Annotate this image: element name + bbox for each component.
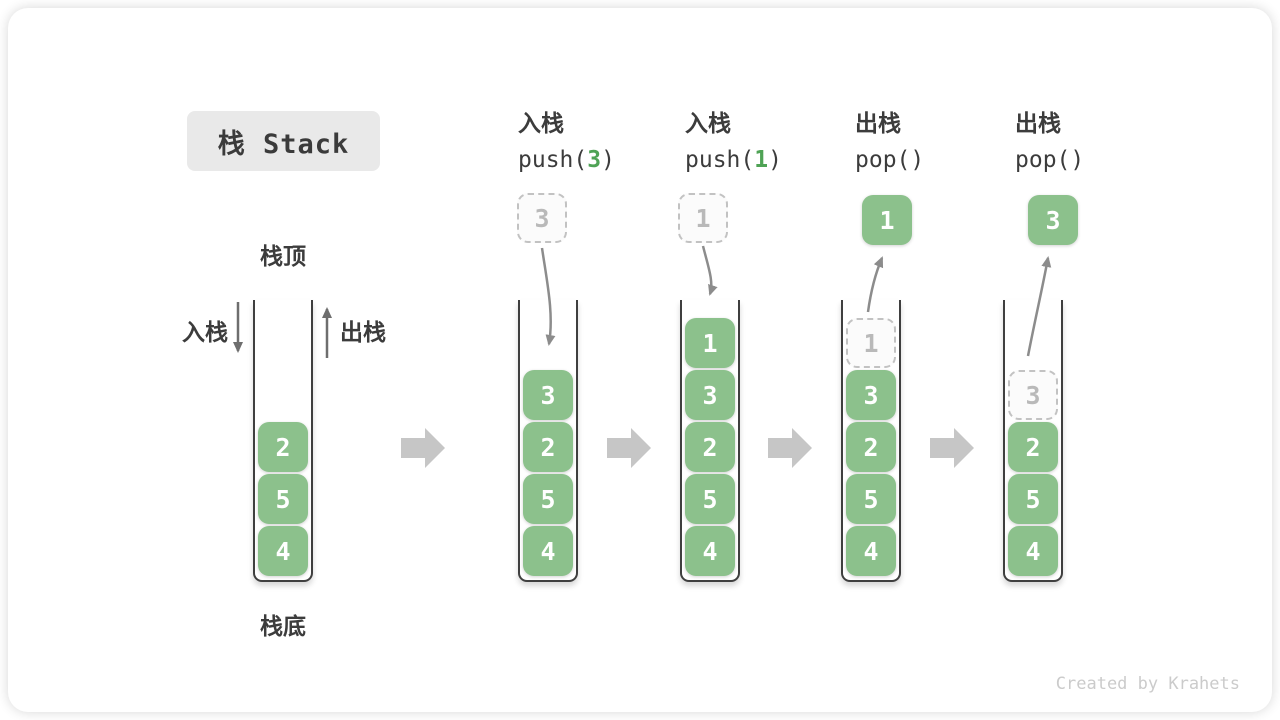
stack-item: 3: [846, 370, 896, 420]
stack-top-label: 栈顶: [260, 243, 306, 269]
stack-item: 5: [846, 474, 896, 524]
stack-item: 4: [846, 526, 896, 576]
stack-item: 2: [1008, 422, 1058, 472]
popped-value-box: 3: [1028, 195, 1078, 245]
credit-text: Created by Krahets: [1055, 674, 1240, 694]
ghost-removed-item: 3: [1008, 370, 1058, 420]
op-label: 出栈: [1015, 110, 1061, 136]
op-code: pop(): [855, 147, 925, 173]
code-post: ): [601, 147, 615, 173]
op-code: push(3): [518, 147, 615, 173]
pop-direction-label: 出栈: [340, 319, 386, 345]
stack-item: 2: [258, 422, 308, 472]
op-label: 入栈: [685, 110, 731, 136]
op-code: push(1): [685, 147, 782, 173]
code-arg: 1: [754, 147, 769, 173]
stack-item: 4: [523, 526, 573, 576]
stack-item: 4: [685, 526, 735, 576]
step-pop1-header: 出栈 pop(): [855, 104, 924, 173]
stack-item: 1: [685, 318, 735, 368]
stack-item: 5: [685, 474, 735, 524]
op-code: pop(): [1015, 147, 1085, 173]
code-pre: push(: [685, 147, 755, 173]
stack-item: 2: [523, 422, 573, 472]
incoming-value-box: 3: [517, 193, 567, 243]
stack-item: 5: [1008, 474, 1058, 524]
ghost-removed-item: 1: [846, 318, 896, 368]
op-label: 入栈: [518, 110, 564, 136]
code-pre: push(: [518, 147, 588, 173]
stack-item: 5: [258, 474, 308, 524]
incoming-value-box: 1: [678, 193, 728, 243]
stack-item: 4: [1008, 526, 1058, 576]
stack-item: 3: [523, 370, 573, 420]
diagram-title: 栈 Stack: [187, 111, 380, 171]
op-label: 出栈: [855, 110, 901, 136]
code-arg: 3: [587, 147, 602, 173]
popped-value-box: 1: [862, 195, 912, 245]
stack-item: 2: [846, 422, 896, 472]
code-post: ): [768, 147, 782, 173]
push-direction-label: 入栈: [182, 319, 228, 345]
step-push1-header: 入栈 push(1): [685, 104, 782, 173]
step-push3-header: 入栈 push(3): [518, 104, 615, 173]
stack-item: 5: [523, 474, 573, 524]
stack-item: 2: [685, 422, 735, 472]
step-pop2-header: 出栈 pop(): [1015, 104, 1084, 173]
stack-item: 3: [685, 370, 735, 420]
stack-bottom-label: 栈底: [260, 613, 306, 639]
stack-item: 4: [258, 526, 308, 576]
